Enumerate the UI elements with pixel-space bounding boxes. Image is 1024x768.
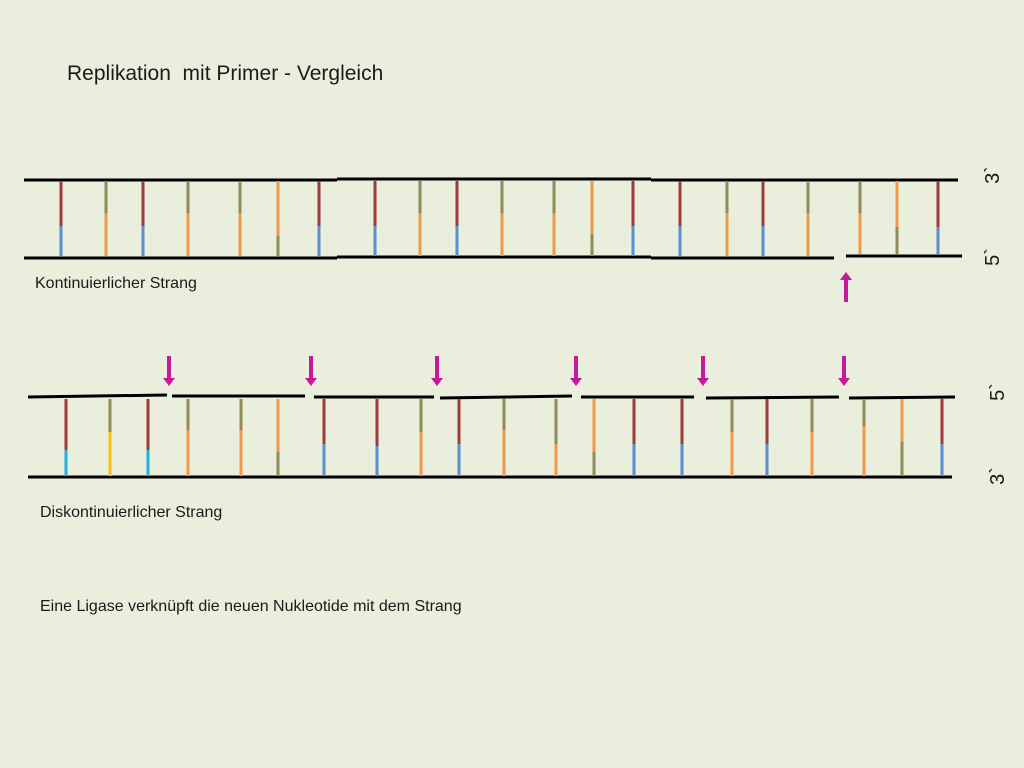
continuous-strand-label: Kontinuierlicher Strang [35, 275, 197, 292]
ligase-caption: Eine Ligase verknüpft die neuen Nukleoti… [40, 598, 462, 615]
magenta-arrow-icon [570, 356, 582, 386]
magenta-arrow-icon [163, 356, 175, 386]
slide-title: Replikation mit Primer - Vergleich [67, 62, 384, 85]
bottom-strand-5-prime-label: 5` [987, 383, 1009, 401]
okazaki-fragment [27, 393, 168, 399]
okazaki-fragment [848, 395, 956, 400]
okazaki-fragment [439, 394, 573, 400]
okazaki-fragment [705, 395, 840, 400]
magenta-arrow-icon [431, 356, 443, 386]
magenta-arrow-icon [305, 356, 317, 386]
top-strand-3-prime-label: 3` [982, 166, 1004, 184]
magenta-arrow-icon [838, 356, 850, 386]
magenta-arrow-icon [697, 356, 709, 386]
top-strand-5-prime-label: 5` [982, 248, 1004, 266]
magenta-arrow-icon [840, 272, 852, 302]
discontinuous-strand-label: Diskontinuierlicher Strang [40, 504, 223, 521]
bottom-strand-3-prime-label: 3` [987, 467, 1009, 485]
